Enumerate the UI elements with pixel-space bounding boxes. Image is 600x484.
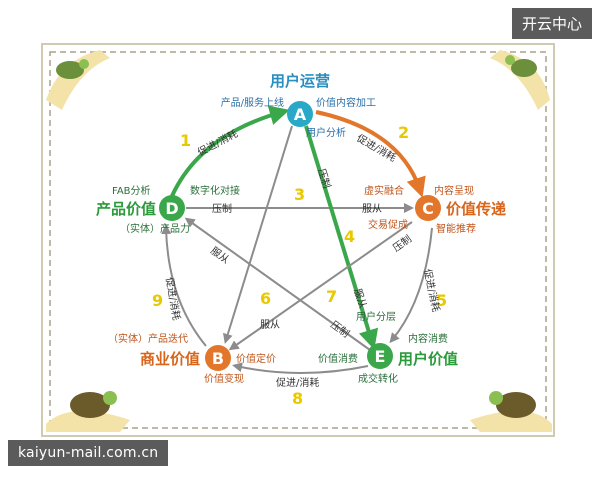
edge-number-9: 9 — [152, 291, 163, 310]
edge-1-d-to-a — [170, 105, 290, 197]
edge-label-4b: 服从 — [351, 287, 369, 310]
edge-number-5: 5 — [436, 291, 447, 310]
node-a-left-label: 产品/服务上线 — [221, 96, 284, 109]
edge-label-3: 压制 — [212, 202, 232, 215]
turtle-bottom-right — [470, 391, 552, 432]
node-e-top-right-label: 内容消费 — [408, 332, 448, 345]
node-e-left-label: 价值消费 — [318, 352, 358, 365]
node-d-title: 产品价值 — [96, 200, 156, 218]
edge-9-b-to-d — [161, 224, 207, 347]
node-b-sub-label: 价值变现 — [204, 372, 244, 385]
node-a-title: 用户运营 — [270, 72, 330, 90]
node-d-sub-label: （实体）产品力 — [120, 222, 190, 235]
node-c-left-label: 交易促成 — [368, 218, 408, 231]
svg-text:A: A — [294, 105, 307, 124]
turtle-top-right — [490, 50, 550, 110]
svg-text:E: E — [375, 347, 386, 366]
node-b-right-label: 价值定价 — [236, 352, 276, 365]
edge-5-c-to-e — [389, 227, 433, 344]
watermark-bottom-left: kaiyun-mail.com.cn — [8, 440, 169, 466]
edge-6-a-to-b — [222, 125, 293, 344]
node-c-title: 价值传递 — [446, 200, 506, 218]
turtle-bottom-left — [46, 391, 130, 432]
edge-number-6: 6 — [260, 289, 271, 308]
node-a: A — [287, 101, 313, 127]
edge-4-a-to-e — [304, 125, 379, 350]
edge-7-c-to-b — [228, 221, 413, 351]
node-c-top-right-label: 内容呈现 — [434, 184, 474, 197]
diagram-frame-inner — [49, 51, 547, 429]
node-c-top-left-label: 虚实融合 — [364, 184, 404, 197]
edge-number-1: 1 — [180, 131, 191, 150]
edge-number-2: 2 — [398, 123, 409, 142]
edge-e-to-d — [184, 217, 371, 351]
node-d: D — [159, 195, 185, 221]
node-d-top-right-label: 数字化对接 — [190, 184, 240, 197]
node-a-right-label: 价值内容加工 — [316, 96, 376, 109]
edge-8-e-to-b — [232, 362, 369, 374]
edge-2-a-to-c — [315, 110, 426, 198]
node-e: E — [367, 343, 393, 369]
edge-label-6: 服从 — [260, 319, 280, 331]
node-e-sub-label: 成交转化 — [358, 372, 398, 385]
svg-text:B: B — [212, 349, 224, 368]
node-e-title: 用户价值 — [398, 350, 458, 368]
node-b-top-label: （实体）产品迭代 — [108, 332, 188, 345]
node-a-sub-label: 用户分析 — [306, 126, 346, 139]
edge-number-4: 4 — [344, 227, 355, 246]
watermark-top-right: 开云中心 — [511, 8, 592, 39]
edge-number-8: 8 — [292, 389, 303, 408]
turtle-top-left — [46, 50, 110, 110]
node-d-top-left-label: FAB分析 — [112, 184, 151, 197]
svg-text:C: C — [422, 199, 434, 218]
edge-label-3b: 服从 — [362, 203, 382, 215]
node-e-top-left-label: 用户分层 — [356, 310, 396, 323]
node-b: B — [205, 345, 231, 371]
edge-label-8: 促进/消耗 — [276, 376, 319, 389]
edge-number-3: 3 — [294, 185, 305, 204]
node-c-sub-label: 智能推荐 — [436, 222, 476, 235]
node-b-title: 商业价值 — [140, 350, 200, 368]
edge-number-7: 7 — [326, 287, 337, 306]
node-c: C — [415, 195, 441, 221]
svg-text:D: D — [165, 199, 178, 218]
